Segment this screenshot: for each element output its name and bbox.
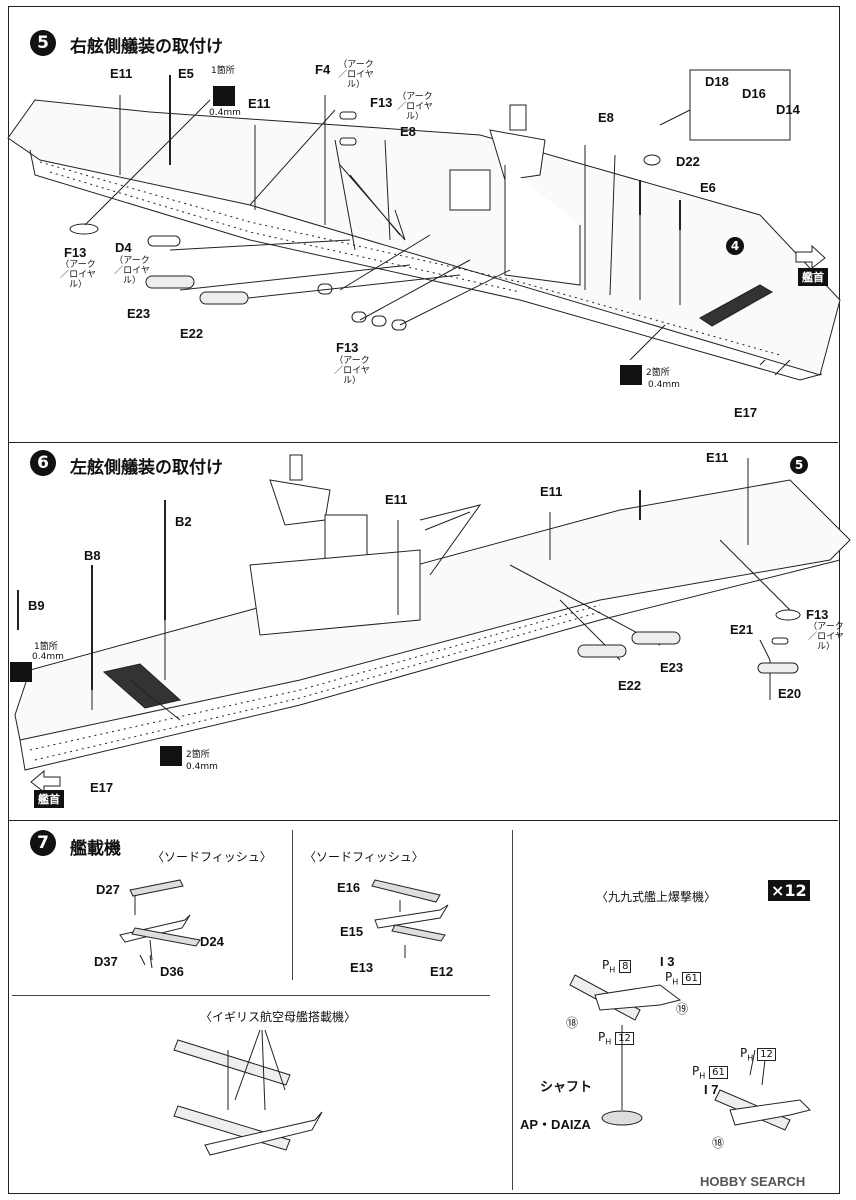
part-label: D18 — [705, 74, 729, 89]
variant-note: （アーク／ロイヤル） — [334, 356, 370, 386]
part-label: E11 — [248, 96, 271, 111]
drill-count: 2箇所 — [646, 368, 670, 378]
aircraft-caption: 〈ソードフィッシュ〉 — [152, 850, 272, 864]
part-label: F4 — [315, 62, 331, 77]
part-label: E11 — [385, 492, 408, 507]
aircraft-caption: 〈ソードフィッシュ〉 — [304, 850, 424, 864]
part-label: E11 — [110, 66, 133, 81]
paint-code-label: PH 8 — [602, 958, 632, 974]
part-label: E11 — [540, 484, 563, 499]
part-label: E21 — [730, 622, 754, 637]
divider — [292, 830, 293, 980]
part-label: AP・DAIZA — [520, 1117, 591, 1132]
part-label: E16 — [337, 880, 361, 895]
instruction-frame — [8, 6, 840, 1194]
part-label: I 7 — [704, 1082, 719, 1097]
variant-note: （アーク／ロイヤル） — [397, 92, 433, 122]
part-label: D22 — [676, 154, 700, 169]
part-label: E22 — [618, 678, 642, 693]
variant-note: （アーク／ロイヤル） — [60, 260, 96, 290]
paint-code: 12 — [757, 1048, 776, 1061]
part-label: I 3 — [660, 954, 675, 969]
part-label: シャフト — [540, 1079, 593, 1094]
part-label: B9 — [28, 598, 45, 613]
drill-size: 0.4mm — [648, 380, 680, 390]
part-label: D24 — [200, 934, 224, 949]
part-label: E22 — [180, 326, 204, 341]
part-label: D16 — [742, 86, 766, 101]
paint-code: 61 — [682, 972, 701, 985]
part-label: F13 — [64, 245, 87, 260]
variant-note: （アーク／ロイヤル） — [114, 256, 150, 286]
paint-code-label: PH 12 — [598, 1030, 634, 1046]
part-label: E17 — [734, 405, 758, 420]
step-number-badge: 5 — [30, 30, 56, 56]
section-divider — [8, 442, 838, 443]
part-label: E8 — [400, 124, 416, 139]
part-label: D4 — [115, 240, 132, 255]
divider — [512, 830, 513, 1190]
part-label: E17 — [90, 780, 114, 795]
part-label: E6 — [700, 180, 716, 195]
drill-count: 2箇所 — [186, 750, 210, 760]
part-label: E20 — [778, 686, 802, 701]
reference-step-badge: 5 — [790, 456, 808, 474]
part-number: ⑲ — [676, 1002, 689, 1016]
part-label: B8 — [84, 548, 101, 563]
reference-step-badge: 4 — [726, 237, 744, 255]
part-number: ⑱ — [712, 1136, 725, 1150]
step-title: 右舷側艤装の取付け — [70, 37, 223, 57]
watermark: HOBBY SEARCH — [700, 1174, 806, 1189]
section-divider — [8, 820, 838, 821]
step-title: 艦載機 — [70, 839, 121, 859]
drill-count: 1箇所 — [211, 66, 235, 76]
part-label: E11 — [706, 450, 729, 465]
quantity-badge: ×12 — [768, 880, 810, 901]
paint-code: 61 — [709, 1066, 728, 1079]
aircraft-caption: 〈イギリス航空母艦搭載機〉 — [200, 1010, 357, 1024]
part-label: F13 — [370, 95, 393, 110]
part-label: B2 — [175, 514, 192, 529]
part-label: E15 — [340, 924, 364, 939]
part-label: D27 — [96, 882, 120, 897]
step-number-badge: 6 — [30, 450, 56, 476]
paint-code: 8 — [619, 960, 632, 973]
part-label: E12 — [430, 964, 454, 979]
part-label: E23 — [127, 306, 151, 321]
drill-size: 0.4mm — [186, 762, 218, 772]
step-number-badge: 7 — [30, 830, 56, 856]
step-title: 左舷側艤装の取付け — [70, 458, 223, 478]
part-label: D37 — [94, 954, 118, 969]
part-number: ⑱ — [566, 1016, 579, 1030]
bow-direction-label: 艦首 — [34, 790, 64, 808]
paint-code-label: PH 12 — [740, 1046, 776, 1062]
drill-size: 0.4mm — [32, 652, 64, 662]
paint-code: 12 — [615, 1032, 634, 1045]
part-label: F13 — [806, 607, 829, 622]
part-label: E8 — [598, 110, 614, 125]
divider — [12, 995, 490, 996]
variant-note: （アーク／ロイヤル） — [808, 622, 844, 652]
part-label: D14 — [776, 102, 800, 117]
part-label: E5 — [178, 66, 194, 81]
bow-direction-label: 艦首 — [798, 268, 828, 286]
part-label: E13 — [350, 960, 374, 975]
part-label: F13 — [336, 340, 359, 355]
variant-note: （アーク／ロイヤル） — [338, 60, 374, 90]
paint-code-label: PH 61 — [665, 970, 701, 986]
drill-count: 1箇所 — [34, 642, 58, 652]
drill-size: 0.4mm — [209, 108, 241, 118]
part-label: E23 — [660, 660, 684, 675]
paint-code-label: PH 61 — [692, 1064, 728, 1080]
aircraft-caption: 〈九九式艦上爆撃機〉 — [596, 890, 717, 904]
part-label: D36 — [160, 964, 184, 979]
